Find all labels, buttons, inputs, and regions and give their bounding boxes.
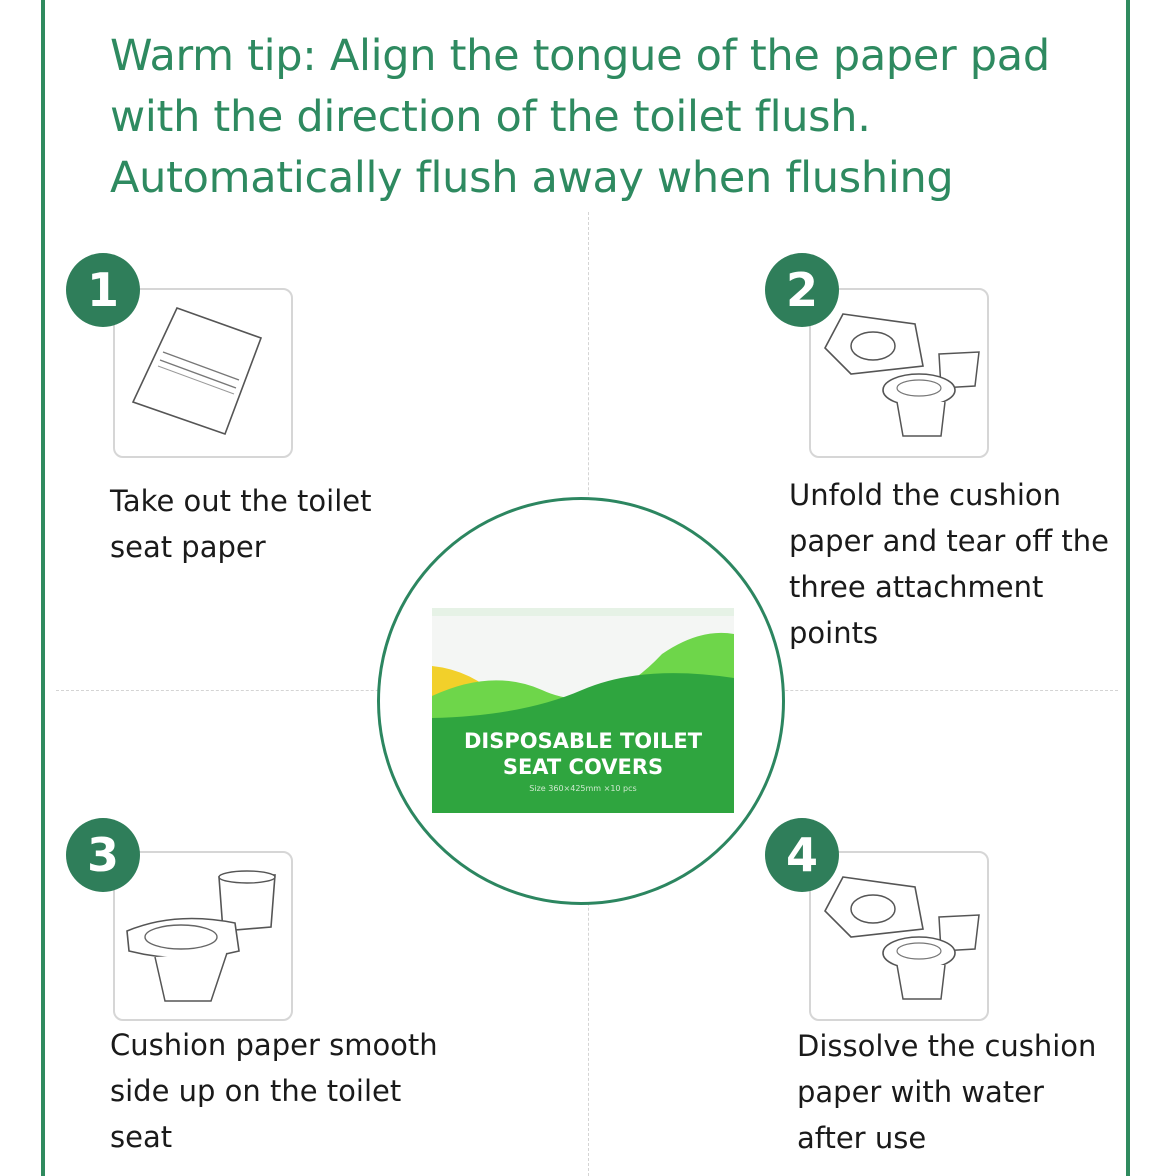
right-frame-border <box>1126 0 1130 1176</box>
package-graphic <box>432 608 734 813</box>
step-2-badge: 2 <box>765 253 839 327</box>
product-size-text: Size 360×425mm ×10 pcs <box>529 784 637 793</box>
paper-on-toilet-seat-icon <box>126 870 276 1002</box>
step-2-illustration <box>809 288 989 458</box>
step-3-text: Cushion paper smooth side up on the toil… <box>110 1028 438 1154</box>
warm-tip-heading: Warm tip: Align the tongue of the paper … <box>110 31 1050 203</box>
step-4-text: Dissolve the cushion paper with water af… <box>797 1029 1097 1155</box>
step-4-badge: 4 <box>765 818 839 892</box>
left-frame-border <box>41 0 45 1176</box>
step-3-illustration <box>113 851 293 1021</box>
product-title-line-2: SEAT COVERS <box>502 755 664 779</box>
step-2-text: Unfold the cushion paper and tear off th… <box>789 478 1110 650</box>
folded-paper-icon <box>131 307 263 436</box>
step-3-badge: 3 <box>66 818 140 892</box>
product-title-line-1: DISPOSABLE TOILET <box>463 729 703 753</box>
toilet-flush-icon <box>824 876 980 1000</box>
step-4-illustration <box>809 851 989 1021</box>
step-1-text: Take out the toilet seat paper <box>110 484 372 564</box>
step-1-badge: 1 <box>66 253 140 327</box>
unfold-paper-on-toilet-icon <box>824 313 980 437</box>
step-1-illustration <box>113 288 293 458</box>
